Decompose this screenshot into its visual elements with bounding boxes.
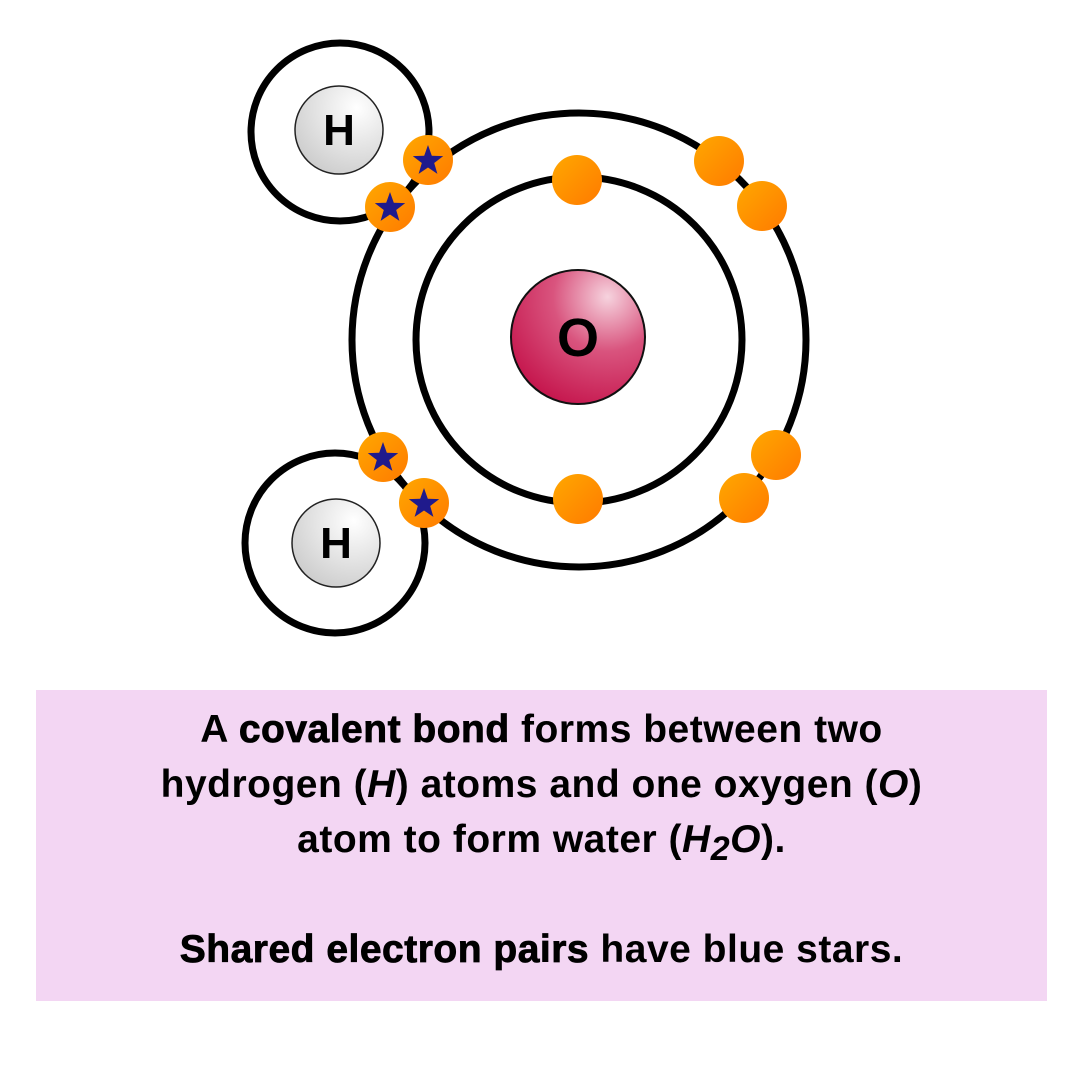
caption-text: ). — [760, 818, 786, 861]
caption-text: forms between two — [509, 708, 883, 751]
caption-bold-covalent-bond: covalent bond — [238, 708, 510, 752]
hydrogen-top-nucleus — [294, 85, 384, 175]
caption-italic-h: H — [367, 763, 396, 806]
caption-text: hydrogen ( — [160, 763, 368, 806]
caption-box: A covalent bond forms between two hydrog… — [36, 690, 1047, 1001]
electron — [552, 155, 602, 205]
caption-text: atom to form water ( — [297, 818, 683, 861]
caption-line-2: hydrogen (H) atoms and one oxygen (O) — [36, 757, 1047, 812]
star-icon — [367, 442, 399, 471]
caption-text: ) atoms and one oxygen ( — [395, 763, 879, 806]
oxygen-label: O — [557, 308, 599, 368]
electron — [553, 474, 603, 524]
star-icon — [412, 145, 444, 174]
caption-text: have blue stars. — [589, 928, 904, 971]
electron — [694, 136, 744, 186]
oxygen-outer-shell — [348, 109, 810, 571]
water-molecule-diagram: H H O — [241, 39, 810, 637]
caption-italic-h: H — [682, 818, 711, 861]
caption-italic-o: O — [878, 763, 909, 806]
oxygen-nucleus — [510, 269, 646, 405]
oxygen-atom: O — [510, 269, 646, 405]
caption-bold-shared-pairs: Shared electron pairs — [179, 928, 590, 972]
hydrogen-bottom-shell — [241, 449, 429, 637]
caption-text: ) — [908, 763, 923, 806]
caption-line-4: Shared electron pairs have blue stars. — [36, 922, 1047, 977]
caption-italic-o: O — [730, 818, 761, 861]
caption-subscript-2: 2 — [710, 830, 731, 868]
hydrogen-bottom-label: H — [320, 519, 352, 568]
hydrogen-top-label: H — [323, 106, 355, 155]
hydrogen-top-atom: H — [294, 85, 384, 175]
caption-line-3: atom to form water (H2O). — [36, 812, 1047, 867]
hydrogen-bottom-nucleus — [291, 498, 381, 588]
hydrogen-top-shell — [247, 39, 433, 225]
electron — [719, 473, 769, 523]
electron — [751, 430, 801, 480]
electrons — [358, 135, 801, 528]
star-icon — [374, 192, 406, 221]
star-icon — [408, 488, 440, 517]
caption-line-1: A covalent bond forms between two — [36, 702, 1047, 757]
electron — [737, 181, 787, 231]
hydrogen-bottom-atom: H — [291, 498, 381, 588]
caption-text: A — [200, 708, 239, 751]
